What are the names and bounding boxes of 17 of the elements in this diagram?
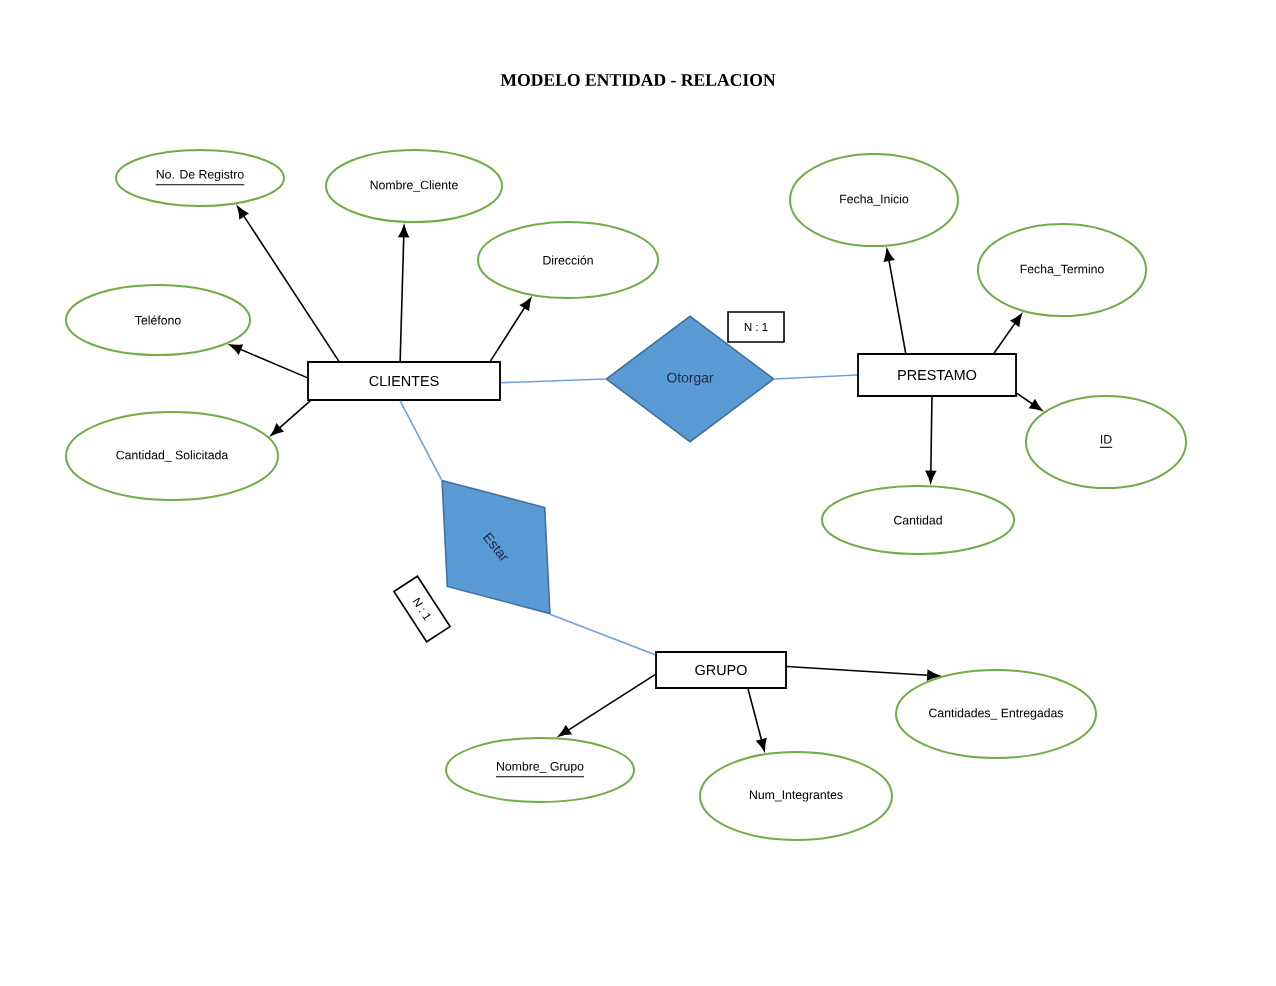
title: MODELO ENTIDAD - RELACION [500, 74, 776, 86]
connector-line [774, 374, 858, 380]
connector-line [500, 378, 606, 384]
arrow [237, 206, 340, 362]
arrow [747, 688, 767, 752]
arrow [489, 297, 532, 362]
connector-line [399, 400, 443, 481]
arrow [398, 225, 409, 362]
arrow [883, 248, 907, 354]
arrow [993, 313, 1023, 354]
arrow [786, 665, 940, 681]
connector-line [549, 613, 656, 656]
arrow [1016, 392, 1043, 411]
arrow [270, 400, 312, 436]
arrow [229, 344, 308, 379]
arrow [925, 396, 937, 483]
arrow [558, 673, 656, 737]
